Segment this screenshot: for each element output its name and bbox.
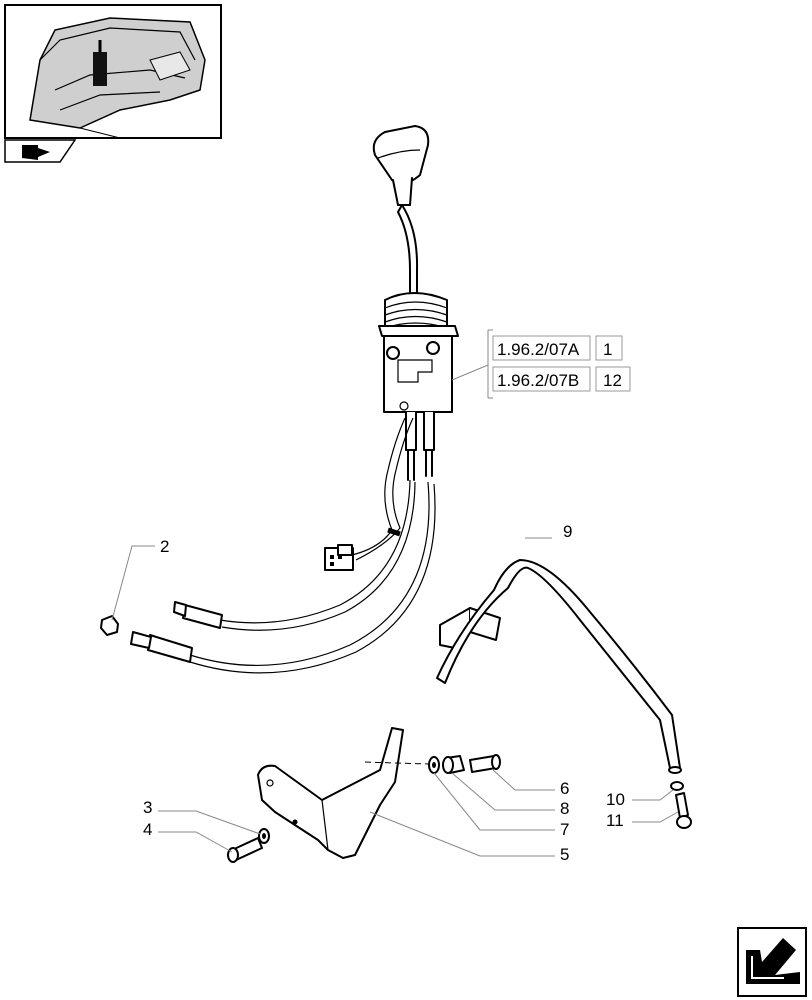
ref-code-2: 1.96.2/07B bbox=[497, 371, 579, 390]
control-lever-assembly bbox=[130, 125, 459, 674]
callout-8: 8 bbox=[560, 799, 569, 818]
callout-11: 11 bbox=[606, 811, 624, 830]
callout-2: 2 bbox=[160, 537, 169, 556]
callout-9: 9 bbox=[563, 522, 572, 541]
callout-3: 3 bbox=[143, 798, 152, 817]
ref-qty-1: 1 bbox=[603, 340, 612, 359]
next-page-arrow-icon[interactable] bbox=[737, 927, 807, 997]
callouts: 2 3 4 5 6 7 8 9 10 11 bbox=[111, 522, 679, 864]
ref-code-row-2[interactable]: 1.96.2/07B 12 bbox=[492, 366, 631, 392]
parts-10-11-fasteners bbox=[670, 781, 692, 829]
ref-code-row-1[interactable]: 1.96.2/07A 1 bbox=[492, 335, 623, 361]
ref-qty-2: 12 bbox=[603, 371, 622, 390]
reference-codes: 1.96.2/07A 1 1.96.2/07B 12 bbox=[451, 329, 631, 399]
callout-7: 7 bbox=[560, 820, 569, 839]
callout-4: 4 bbox=[143, 820, 152, 839]
callout-6: 6 bbox=[560, 779, 569, 798]
part-5-bracket-plate bbox=[257, 727, 404, 859]
callout-5: 5 bbox=[560, 845, 569, 864]
part-2-nut bbox=[100, 615, 119, 636]
ref-code-1: 1.96.2/07A bbox=[497, 340, 580, 359]
callout-10: 10 bbox=[606, 790, 625, 809]
parts-3-4-fasteners bbox=[227, 828, 270, 863]
parts-6-7-8-fasteners bbox=[364, 754, 501, 774]
prev-page-arrow-icon[interactable] bbox=[4, 139, 77, 163]
tractor-cab-location-icon[interactable] bbox=[4, 4, 222, 139]
part-9-support-rod bbox=[436, 559, 682, 774]
